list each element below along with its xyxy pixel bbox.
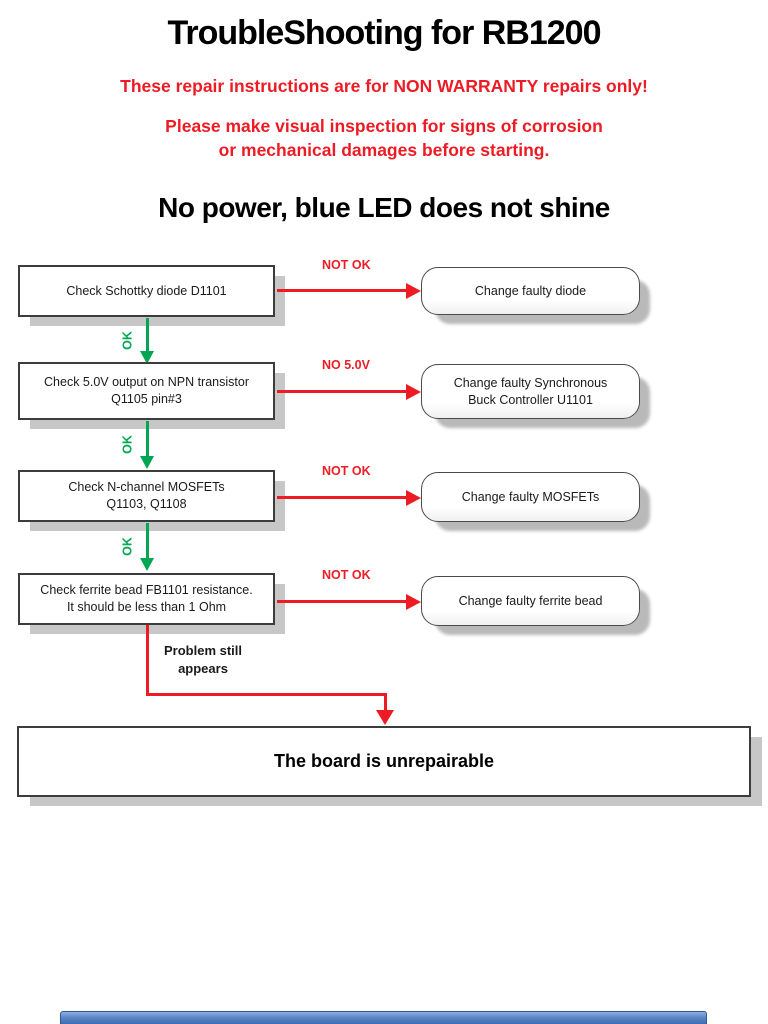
page-title: TroubleShooting for RB1200	[167, 14, 601, 52]
action-box-text-line1: Change faulty Synchronous	[453, 375, 608, 390]
ok-label-1: OK	[120, 331, 135, 350]
problem-arrow-segment-down2	[384, 693, 387, 711]
action-box-change-ferrite-bead: Change faulty ferrite bead	[421, 576, 640, 626]
ok-label-2: OK	[120, 435, 135, 454]
inspection-warning-line1: Please make visual inspection for signs …	[165, 116, 603, 136]
branch-label-not-ok-4: NOT OK	[322, 568, 371, 582]
check-box-text-line1: Check 5.0V output on NPN transistor	[44, 375, 249, 389]
check-box-text-line1: Check Schottky diode D1101	[66, 283, 227, 298]
check-box-text-line2: Q1105 pin#3	[111, 392, 182, 406]
problem-arrow-segment-down	[146, 625, 149, 696]
warranty-warning: These repair instructions are for NON WA…	[120, 76, 648, 96]
bottom-scrollbar-thumb[interactable]	[60, 1011, 707, 1024]
check-box-npn-transistor: Check 5.0V output on NPN transistor Q110…	[18, 362, 275, 420]
action-box-change-diode: Change faulty diode	[421, 267, 640, 315]
fail-arrow-line-2	[277, 390, 407, 393]
fail-arrow-line-1	[277, 289, 407, 292]
fail-arrow-line-4	[277, 600, 407, 603]
problem-note-line1: Problem still	[163, 643, 243, 658]
action-box-text-line1: Change faulty ferrite bead	[458, 593, 603, 608]
fail-arrow-line-3	[277, 496, 407, 499]
action-box-change-mosfets: Change faulty MOSFETs	[421, 472, 640, 522]
branch-label-no-5v: NO 5.0V	[322, 358, 370, 372]
terminal-box-unrepairable: The board is unrepairable	[17, 726, 751, 797]
action-box-text-line2: Buck Controller U1101	[468, 392, 593, 407]
ok-arrow-line-2	[146, 421, 149, 456]
fail-arrow-head-icon-3	[406, 490, 421, 506]
inspection-warning-line2: or mechanical damages before starting.	[218, 140, 550, 160]
ok-arrow-head-icon-2	[140, 456, 154, 469]
check-box-text-line1: Check ferrite bead FB1101 resistance.	[40, 583, 253, 597]
check-box-mosfets: Check N-channel MOSFETs Q1103, Q1108	[18, 470, 275, 522]
check-box-ferrite-bead: Check ferrite bead FB1101 resistance. It…	[18, 573, 275, 625]
check-box-text-line2: It should be less than 1 Ohm	[66, 600, 227, 614]
problem-note-line2: appears	[178, 661, 228, 676]
check-box-text-line1: Check N-channel MOSFETs	[68, 480, 225, 494]
inspection-warning: Please make visual inspection for signs …	[0, 114, 768, 162]
fail-arrow-head-icon-4	[406, 594, 421, 610]
check-box-schottky-diode: Check Schottky diode D1101	[18, 265, 275, 317]
branch-label-not-ok-1: NOT OK	[322, 258, 371, 272]
problem-arrow-head-icon	[376, 710, 394, 725]
action-box-change-buck-controller: Change faulty Synchronous Buck Controlle…	[421, 364, 640, 419]
ok-arrow-line-3	[146, 523, 149, 559]
terminal-box-text: The board is unrepairable	[273, 751, 495, 771]
action-box-text-line1: Change faulty MOSFETs	[461, 489, 600, 504]
check-box-text-line2: Q1103, Q1108	[106, 497, 187, 511]
branch-label-not-ok-3: NOT OK	[322, 464, 371, 478]
action-box-text-line1: Change faulty diode	[474, 283, 587, 298]
section-heading: No power, blue LED does not shine	[158, 192, 610, 223]
ok-label-3: OK	[120, 537, 135, 556]
ok-arrow-head-icon-3	[140, 558, 154, 571]
fail-arrow-head-icon-1	[406, 283, 421, 299]
ok-arrow-line-1	[146, 318, 149, 351]
fail-arrow-head-icon-2	[406, 384, 421, 400]
problem-arrow-segment-right	[146, 693, 387, 696]
problem-still-appears-label: Problem still appears	[148, 642, 258, 678]
ok-arrow-head-icon-1	[140, 351, 154, 364]
